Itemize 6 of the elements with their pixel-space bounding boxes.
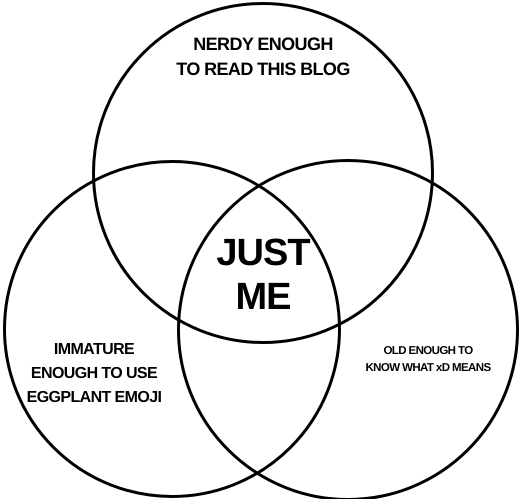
venn-circle <box>92 2 434 344</box>
circle-label: IMMATURE ENOUGH TO USE EGGPLANT EMOJI <box>26 340 162 408</box>
venn-circle <box>3 160 341 498</box>
circle-label: NERDY ENOUGH TO READ THIS BLOG <box>175 33 351 81</box>
overlap-label: JUST ME <box>215 231 312 319</box>
circle-label: OLD ENOUGH TO KNOW WHAT xD MEANS <box>364 344 492 376</box>
